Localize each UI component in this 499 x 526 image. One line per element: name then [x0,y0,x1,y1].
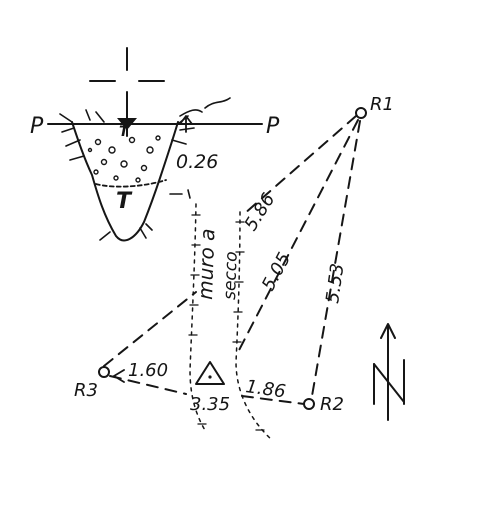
station-r2-marker [303,398,315,410]
station-r3-label: R3 [74,380,98,401]
station-r3-marker [98,366,110,378]
line-r3-upper [103,291,197,367]
section-profile [59,97,231,242]
reference-label-right: P [266,114,280,139]
station-r2-label: R2 [320,394,344,415]
crosshair-marker [89,47,165,113]
arrow-r3 [113,369,125,383]
north-arrow-symbol: N [0,0,1,1]
distance-r1-wall-top: 5.86 [240,190,279,235]
wall-crossticks [188,214,265,431]
depth-tick [169,189,191,199]
station-r1-marker [355,107,367,119]
line-station-r2 [241,395,305,405]
bottom-mark: T [116,189,133,214]
distance-station-baseline: 3.35 [190,394,230,415]
reference-label-left: P [30,114,44,139]
level-arrow [179,115,193,133]
line-r1-wall-top [243,115,357,215]
line-r1-station [235,119,359,357]
distance-r1-station: 5.05 [258,249,295,294]
dry-stone-wall [189,203,273,441]
line-r1-r2 [311,120,361,397]
north-arrow-icon [373,323,405,421]
depth-label: 0.26 [176,151,218,173]
station-triangle [195,361,225,385]
distance-station-r2: 1.86 [244,376,287,402]
wall-label-muro: muro a [193,228,219,300]
line-r3-baseline [109,375,187,395]
measurement-lines [103,115,361,405]
station-r1-label: R1 [370,94,394,115]
distance-r3-station: 1.60 [128,360,168,381]
top-mark: T [117,111,137,140]
wall-label-secco: secco [220,251,242,300]
station-triangle-center [208,375,212,379]
distance-r1-r2: 5.53 [322,262,348,305]
svg-text:T: T [119,124,130,140]
